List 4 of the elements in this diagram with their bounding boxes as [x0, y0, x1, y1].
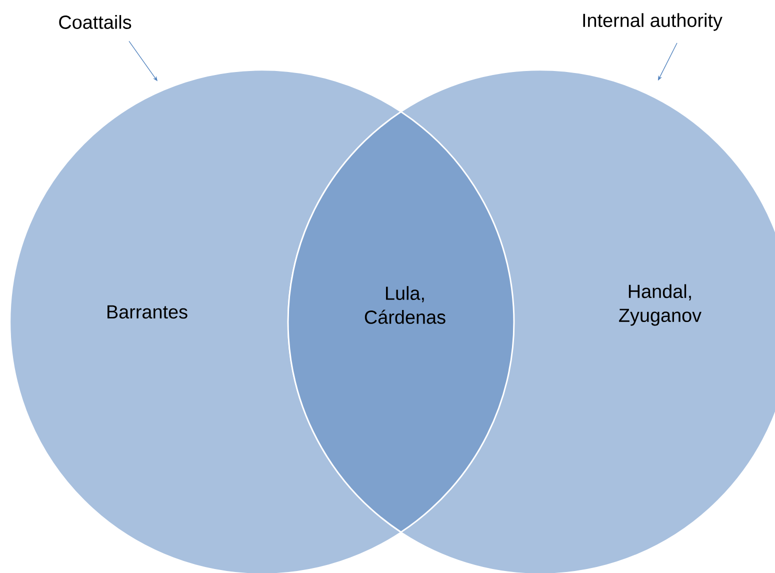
heading-label: Coattails — [59, 15, 132, 29]
venn-overlap: Lula, Cárdenas — [287, 111, 515, 533]
heading-label: Internal authority — [583, 13, 722, 31]
node-label: Handal, Zyuganov — [619, 284, 702, 326]
